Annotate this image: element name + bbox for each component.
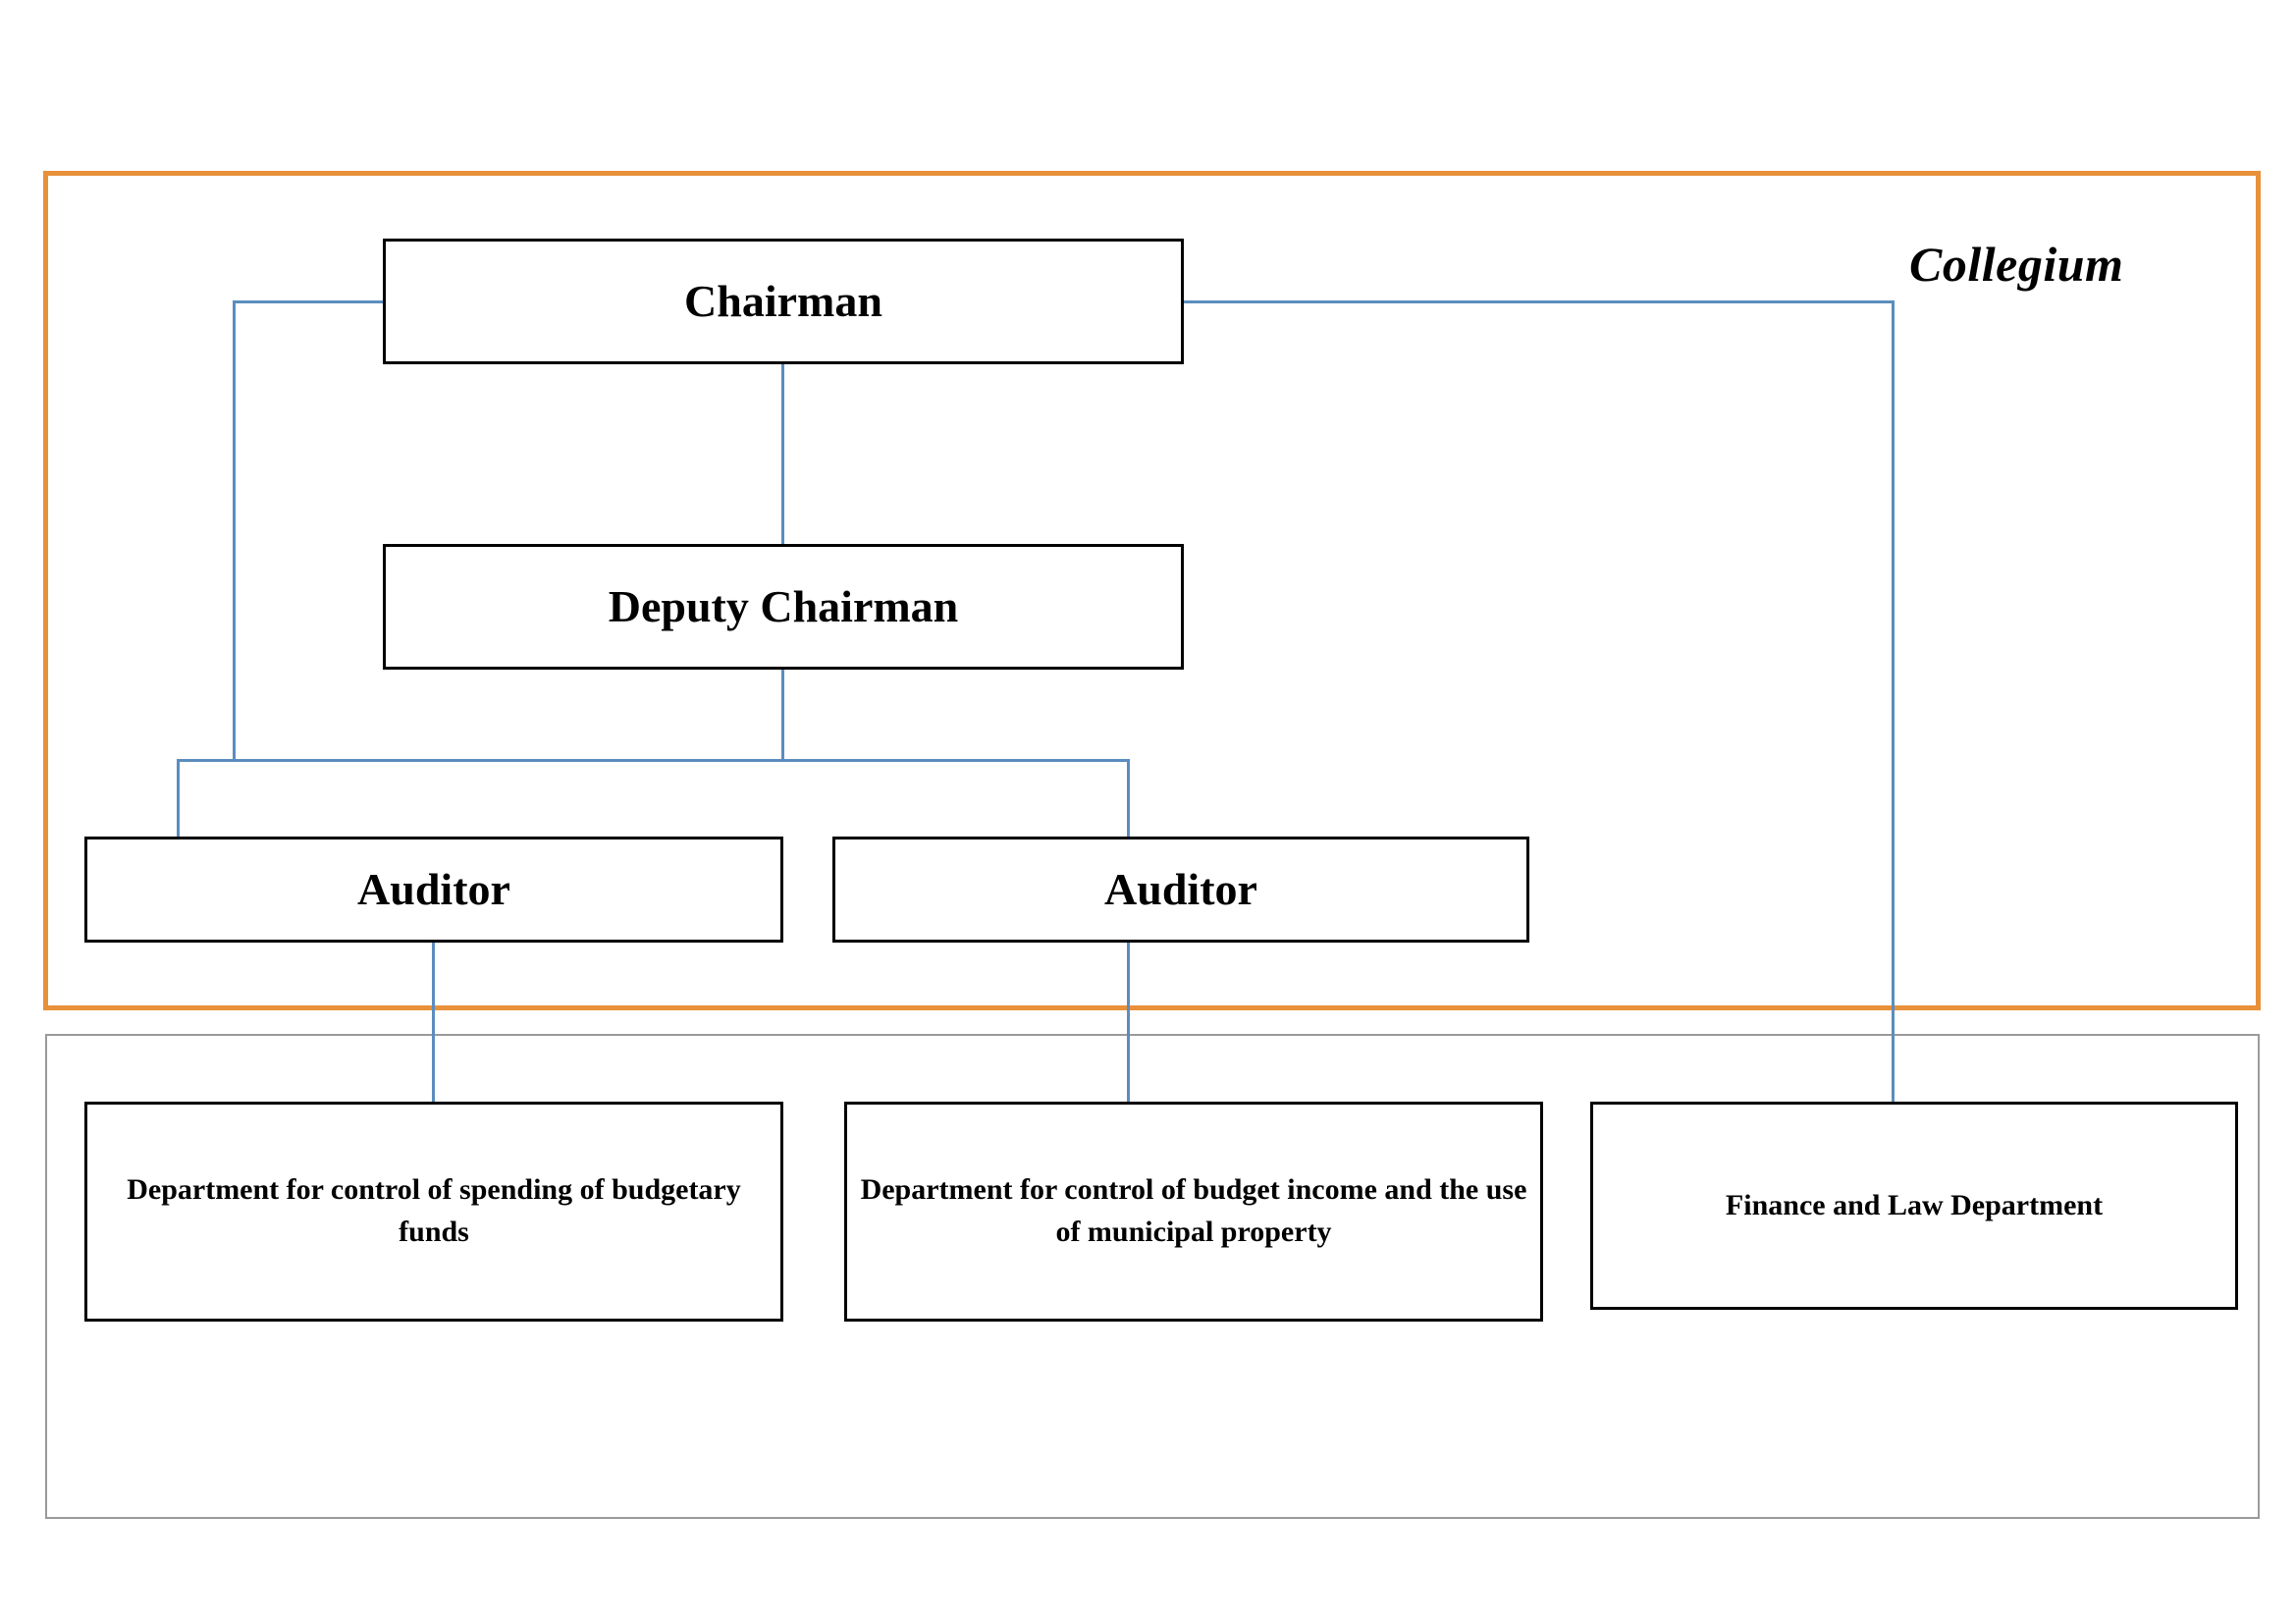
node-deputy-chairman-label: Deputy Chairman: [608, 580, 959, 631]
node-finance-and-law-department[interactable]: Finance and Law Department: [1590, 1102, 2238, 1310]
connector-auditor-bus: [177, 759, 1130, 762]
connector-deputy-to-bus: [781, 670, 784, 761]
node-department-control-spending[interactable]: Department for control of spending of bu…: [84, 1102, 783, 1322]
node-department-control-budget-income-label: Department for control of budget income …: [860, 1173, 1527, 1248]
node-finance-and-law-department-label: Finance and Law Department: [1725, 1188, 2104, 1221]
departments-group-frame: [45, 1034, 2260, 1519]
node-auditor-2[interactable]: Auditor: [832, 837, 1529, 943]
connector-chairman-right-horizontal: [1184, 300, 1895, 303]
connector-auditor-1-to-department-1: [432, 943, 435, 1105]
connector-auditor-2-to-department-2: [1127, 943, 1130, 1105]
connector-bus-to-auditor-1: [177, 759, 180, 839]
node-chairman[interactable]: Chairman: [383, 239, 1184, 364]
connector-chairman-to-finance-law-department: [1892, 300, 1895, 1105]
node-auditor-2-label: Auditor: [1104, 863, 1257, 914]
connector-bus-to-auditor-2: [1127, 759, 1130, 839]
node-auditor-1-label: Auditor: [357, 863, 510, 914]
collegium-group-frame: [43, 171, 2261, 1010]
connector-chairman-left-horizontal: [233, 300, 385, 303]
connector-chairman-left-vertical: [233, 300, 236, 761]
connector-chairman-to-deputy: [781, 364, 784, 545]
node-auditor-1[interactable]: Auditor: [84, 837, 783, 943]
collegium-group-label: Collegium: [1909, 237, 2124, 292]
node-chairman-label: Chairman: [684, 275, 882, 326]
node-deputy-chairman[interactable]: Deputy Chairman: [383, 544, 1184, 670]
node-department-control-budget-income[interactable]: Department for control of budget income …: [844, 1102, 1543, 1322]
node-department-control-spending-label: Department for control of spending of bu…: [127, 1173, 741, 1248]
